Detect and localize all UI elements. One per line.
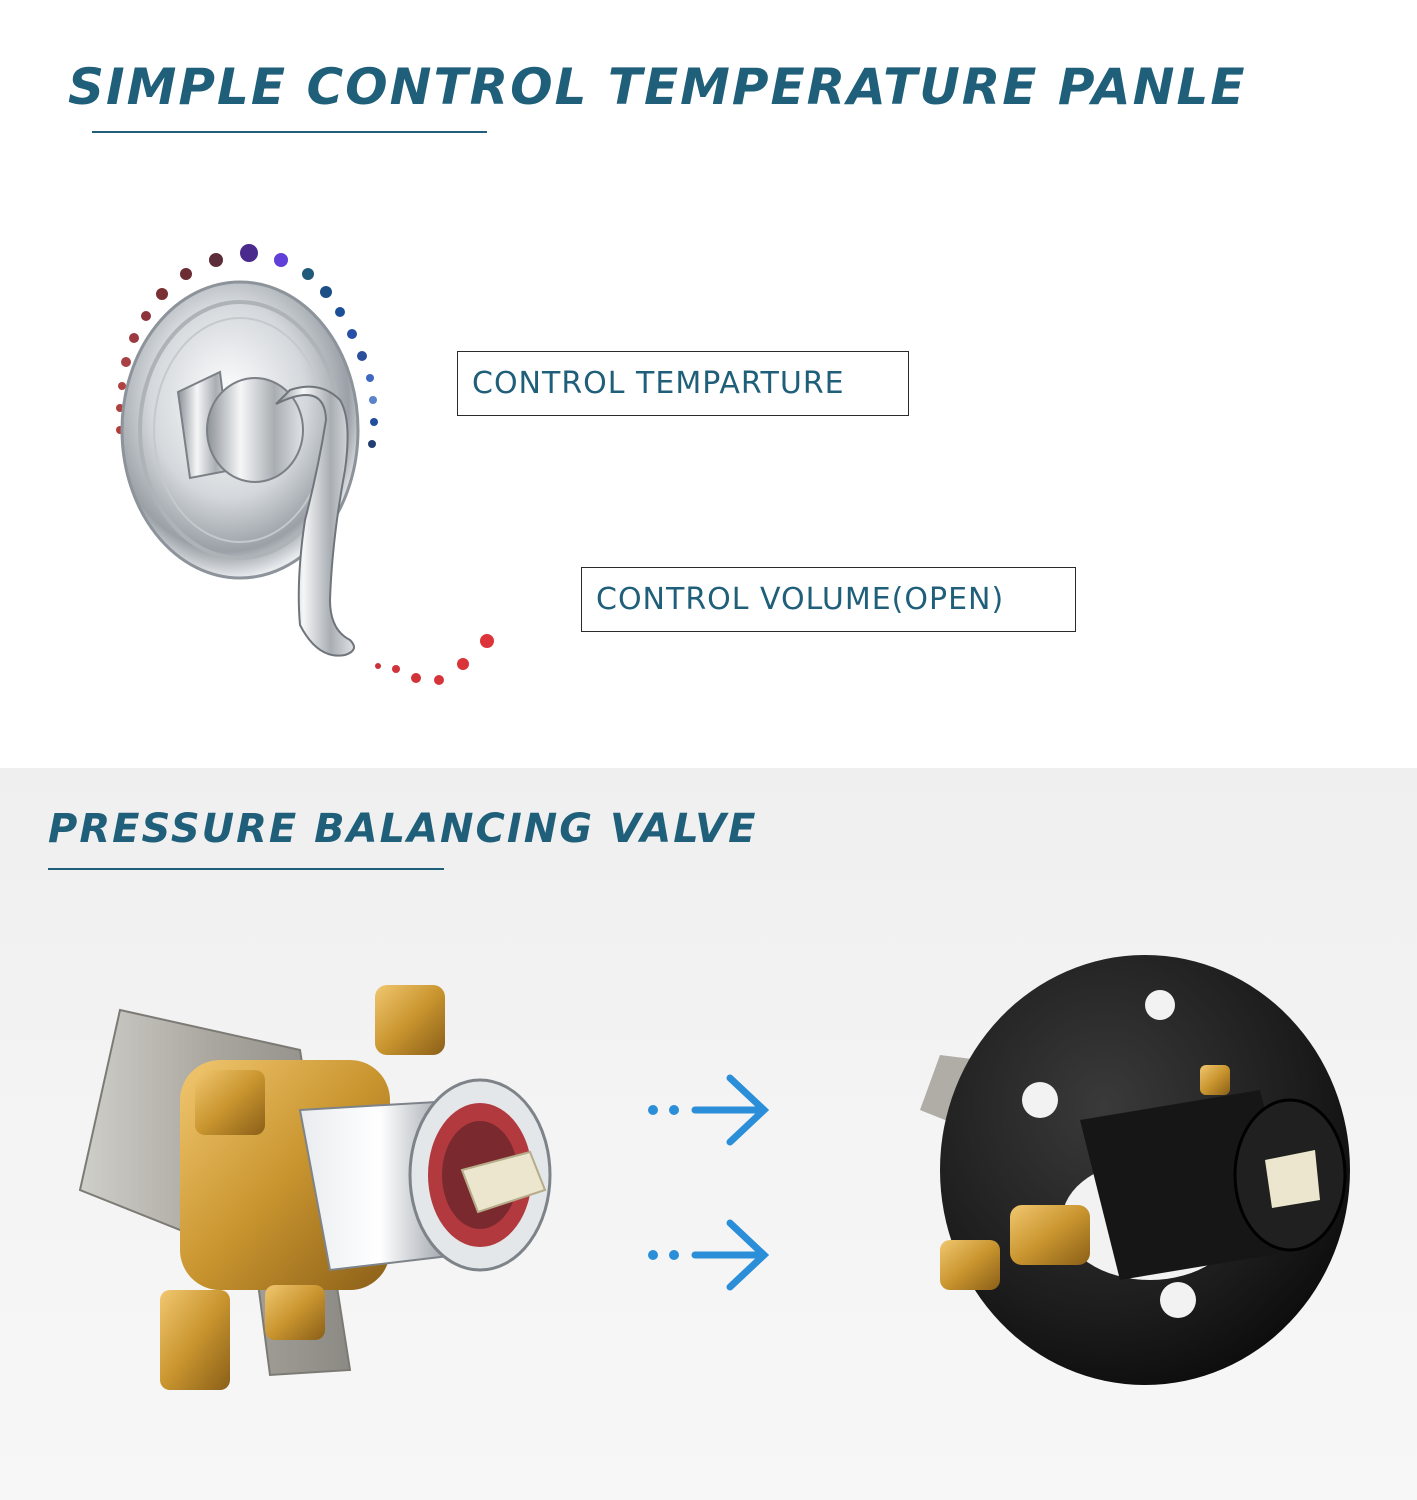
temperature-dot [480,634,494,648]
temperature-dot [335,307,345,317]
temperature-dot [370,418,378,426]
temperature-dot [411,673,421,683]
temperature-dot [366,374,374,382]
title-underline [92,131,487,133]
temperature-dot [392,665,400,673]
shower-trim-handle-image [120,280,360,657]
temperature-dot [180,268,192,280]
temperature-dot [368,440,376,448]
temperature-dot [156,288,168,300]
temperature-dot [209,253,223,267]
temperature-dot [457,658,469,670]
temperature-dot [320,286,332,298]
temperature-dot [240,244,258,262]
control-volume-text: CONTROL VOLUME(OPEN) [596,582,1005,617]
temperature-dot [347,329,357,339]
control-volume-label: CONTROL VOLUME(OPEN) [581,567,1076,632]
control-temperature-text: CONTROL TEMPARTURE [472,366,845,401]
temperature-dot [369,396,377,404]
temperature-dot [434,675,444,685]
arrow-icon [648,1219,770,1291]
title-underline [48,868,444,870]
control-temperature-label: CONTROL TEMPARTURE [457,351,909,416]
section-title-panel: SIMPLE CONTROL TEMPERATURE PANLE [68,58,1247,116]
temperature-dot [375,663,381,669]
temperature-dot [118,382,126,390]
section-title-valve: PRESSURE BALANCING VALVE [48,806,758,852]
temperature-dot [302,268,314,280]
temperature-dot [129,333,139,343]
temperature-dot [141,311,151,321]
temperature-dot [357,351,367,361]
temperature-dot [274,253,288,267]
arrow-icon [648,1074,770,1146]
temperature-dot [121,357,131,367]
